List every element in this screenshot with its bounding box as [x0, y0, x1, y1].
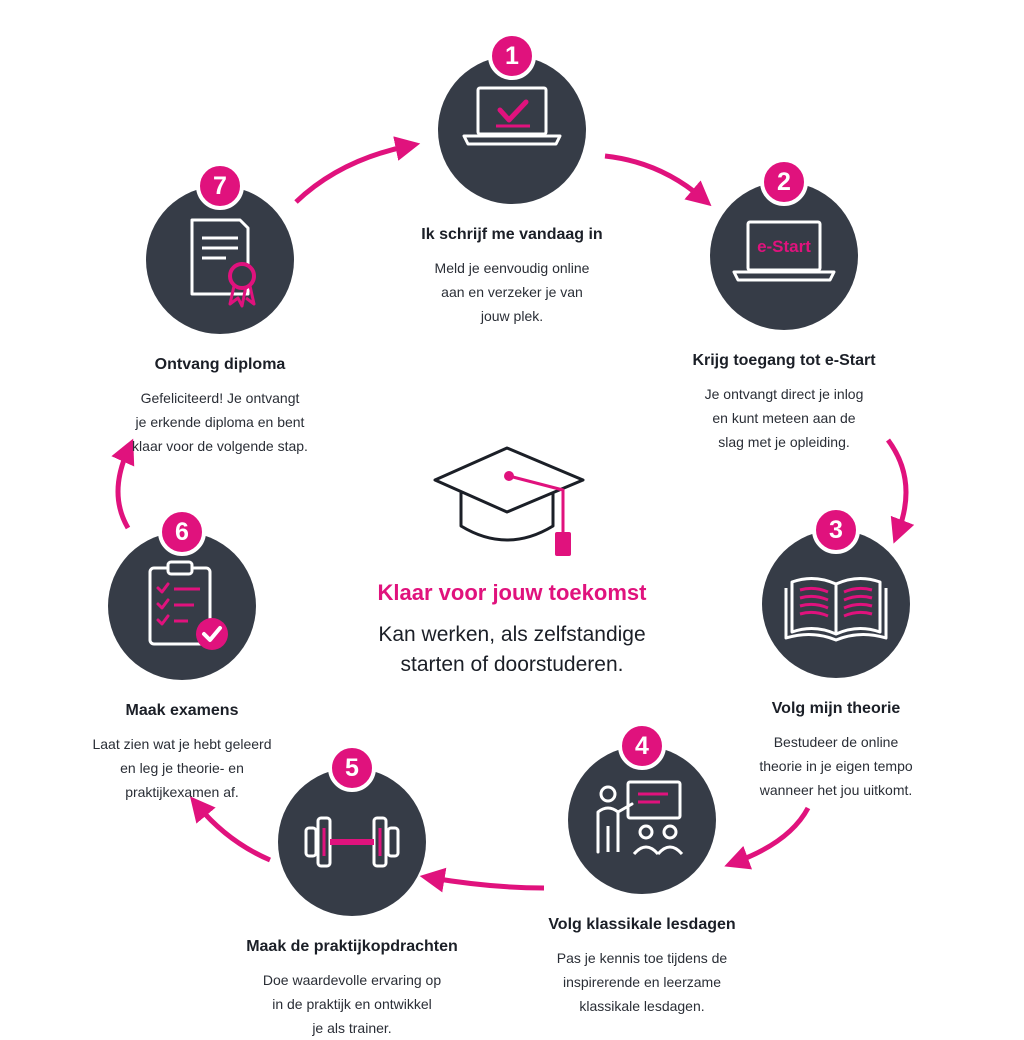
center-subtitle-line: starten of doorstuderen. [400, 653, 624, 676]
step-7-desc-line: klaar voor de volgende stap. [132, 438, 308, 454]
step-4-disc [568, 746, 716, 894]
arrow-3-to-4 [724, 806, 811, 870]
step-1-desc-line: jouw plek. [480, 308, 544, 324]
step-1-disc [438, 56, 586, 204]
step-7-desc-line: je erkende diploma en bent [135, 414, 305, 430]
arrow-6-to-7 [111, 438, 135, 530]
step-6-desc-line: praktijkexamen af. [125, 784, 239, 800]
step-3-desc-line: theorie in je eigen tempo [759, 758, 913, 774]
diploma-certificate-icon [190, 218, 256, 308]
step-3-title: Volg mijn theorie [771, 700, 901, 717]
step-3-desc-line: Bestudeer de online [773, 734, 899, 750]
dumbbell-icon [304, 816, 400, 868]
center-subtitle: Kan werken, als zelfstandige starten of … [262, 620, 762, 680]
step-7-badge: 7 [196, 162, 244, 210]
step-2-desc: Je ontvangt direct je inlog en kunt mete… [624, 382, 944, 454]
clipboard-checklist-icon [148, 560, 228, 650]
open-book-icon [784, 577, 888, 642]
step-7-desc: Gefeliciteerd! Je ontvangt je erkende di… [60, 386, 380, 458]
step-7-disc [146, 186, 294, 334]
step-6-title: Maak examens [125, 702, 239, 719]
step-4-badge: 4 [618, 722, 666, 770]
step-4-title: Volg klassikale lesdagen [548, 916, 736, 933]
step-5-desc-line: je als trainer. [312, 1020, 392, 1036]
step-6-badge: 6 [158, 508, 206, 556]
step-2-desc-line: Je ontvangt direct je inlog [704, 386, 864, 402]
step-4-desc-line: inspirerende en leerzame [563, 974, 721, 990]
center-title: Klaar voor jouw toekomst [377, 580, 647, 605]
step-3-desc-line: wanneer het jou uitkomt. [759, 782, 913, 798]
step-5-desc-line: Doe waardevolle ervaring op [262, 972, 442, 988]
step-6-disc [108, 532, 256, 680]
arrow-7-to-1 [294, 136, 421, 204]
step-1-badge: 1 [488, 32, 536, 80]
laptop-check-icon [462, 86, 562, 146]
step-4-desc-line: klassikale lesdagen. [579, 998, 705, 1014]
arrow-5-to-6 [189, 796, 271, 863]
step-5-badge: 5 [328, 744, 376, 792]
step-6-desc-line: en leg je theorie- en [120, 760, 244, 776]
step-2-title: Krijg toegang tot e-Start [692, 352, 876, 369]
step-3-disc [762, 530, 910, 678]
step-7-title: Ontvang diploma [154, 356, 286, 373]
step-4-desc: Pas je kennis toe tijdens de inspirerend… [482, 946, 802, 1018]
estart-screen-text: e-Start [757, 237, 811, 256]
step-2-disc: e-Start [710, 182, 858, 330]
step-2-desc-line: slag met je opleiding. [718, 434, 850, 450]
step-5-desc: Doe waardevolle ervaring op in de prakti… [192, 968, 512, 1040]
step-5-desc-line: in de praktijk en ontwikkel [272, 996, 432, 1012]
classroom-presenter-icon [596, 780, 684, 856]
step-1-title: Ik schrijf me vandaag in [421, 226, 603, 243]
laptop-estart-icon: e-Start [732, 220, 836, 282]
arrow-1-to-2 [604, 153, 712, 207]
step-7-desc-line: Gefeliciteerd! Je ontvangt [140, 390, 300, 406]
step-2-desc-line: en kunt meteen aan de [712, 410, 856, 426]
graduation-cap-icon [433, 446, 585, 556]
step-2-badge: 2 [760, 158, 808, 206]
arrow-4-to-5 [419, 867, 545, 893]
step-1-desc: Meld je eenvoudig online aan en verzeker… [352, 256, 672, 328]
step-3-badge: 3 [812, 506, 860, 554]
step-6-desc-line: Laat zien wat je hebt geleerd [92, 736, 272, 752]
step-5-title: Maak de praktijkopdrachten [246, 938, 458, 955]
step-1-desc-line: Meld je eenvoudig online [434, 260, 590, 276]
step-1-desc-line: aan en verzeker je van [441, 284, 583, 300]
center-subtitle-line: Kan werken, als zelfstandige [378, 623, 646, 646]
arrow-2-to-3 [885, 438, 915, 544]
step-3-desc: Bestudeer de online theorie in je eigen … [676, 730, 996, 802]
step-4-desc-line: Pas je kennis toe tijdens de [556, 950, 728, 966]
step-5-disc [278, 768, 426, 916]
step-6-desc: Laat zien wat je hebt geleerd en leg je … [22, 732, 342, 804]
